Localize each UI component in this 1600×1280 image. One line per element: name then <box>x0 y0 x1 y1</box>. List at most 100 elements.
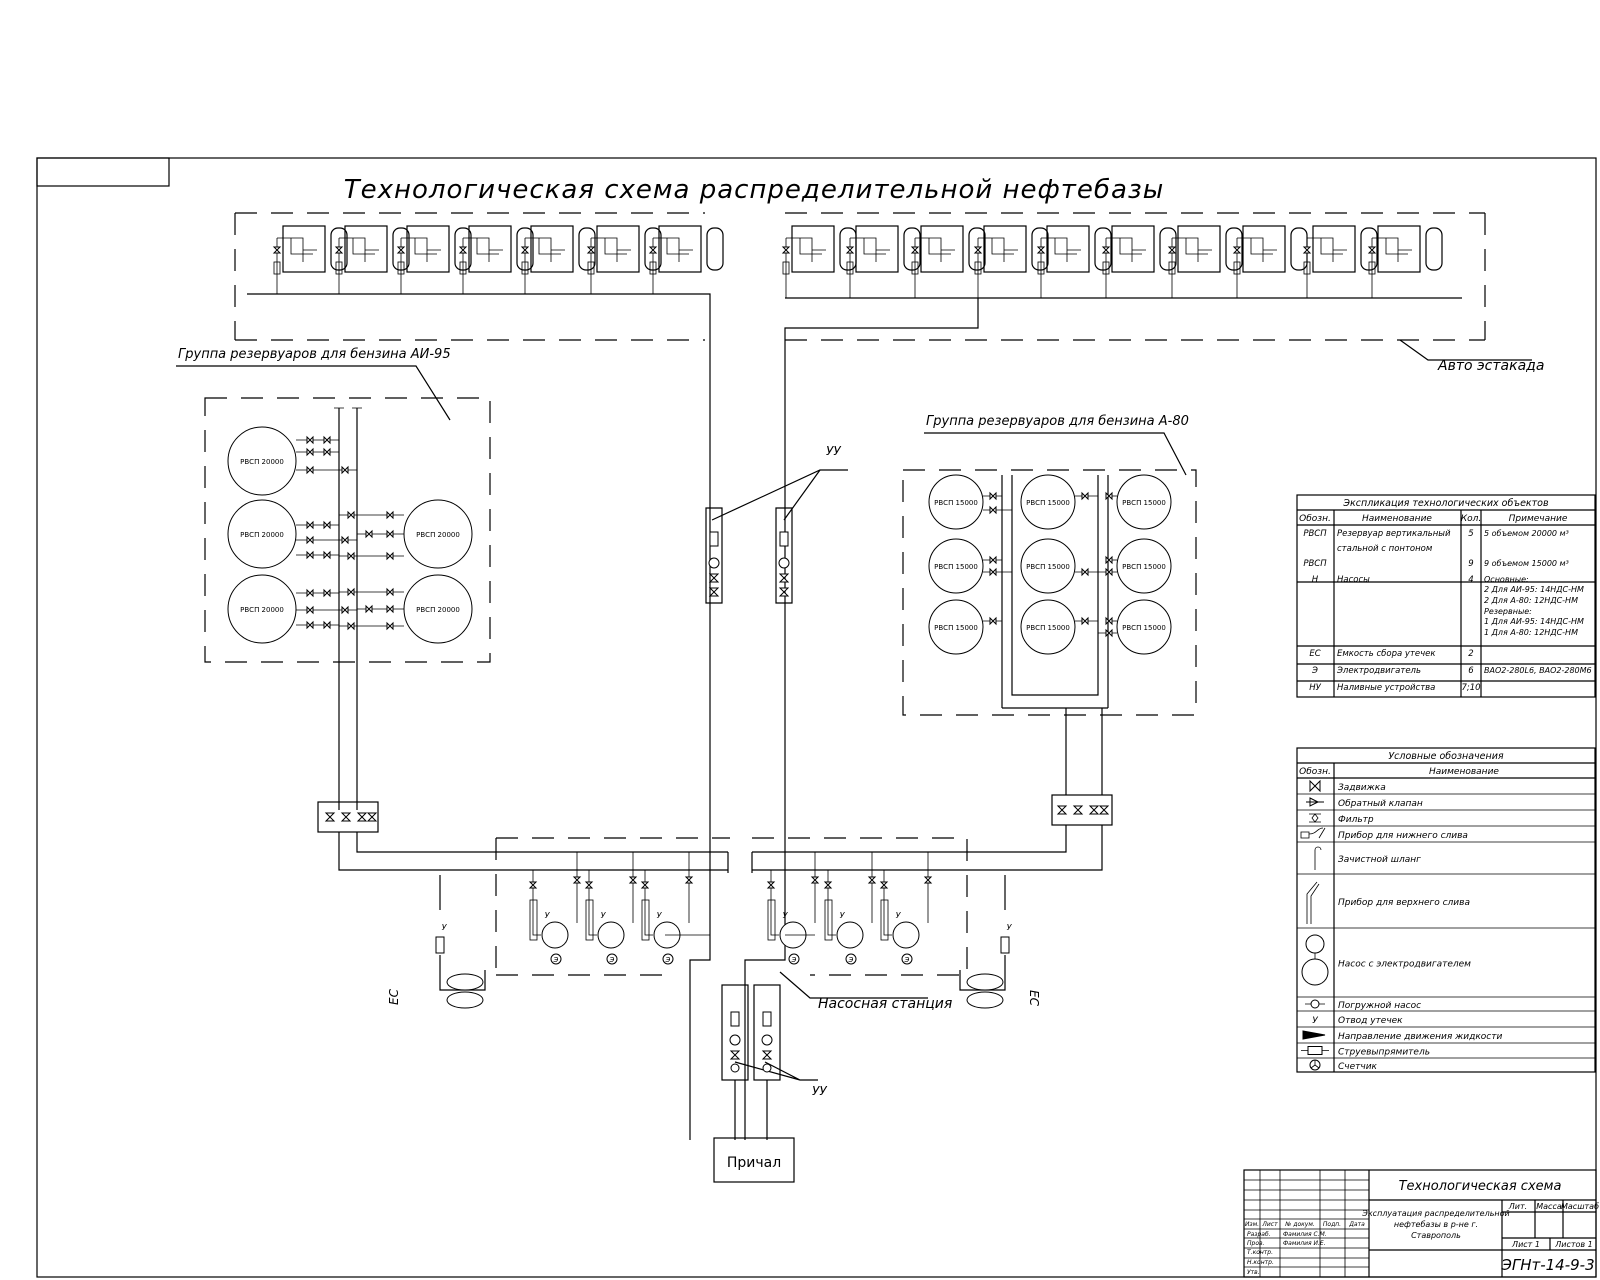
gate-valve-icon <box>640 881 650 889</box>
gate-valve-icon <box>334 246 344 254</box>
tank-ai95: РВСП 20000 <box>227 499 297 569</box>
gate-valve-icon <box>306 520 314 530</box>
loading-bay <box>520 225 596 294</box>
prichal-label: Причал <box>727 1155 781 1171</box>
explication-name: Наливные устройства <box>1337 683 1435 693</box>
gate-valve-icon <box>341 535 349 545</box>
explication-qty: 5 <box>1468 529 1473 539</box>
flow-arrow-icon <box>1302 1030 1326 1040</box>
meter-icon <box>435 936 445 954</box>
legend-name: Счетчик <box>1338 1062 1378 1072</box>
tank-shape <box>1020 474 1076 530</box>
sign-header: Лист <box>1261 1221 1278 1228</box>
explication-name: Насосы <box>1337 575 1370 585</box>
leak-tank-icon <box>446 973 484 991</box>
explication-note: 1 Для А-80: 12НДС-НМ <box>1484 628 1578 637</box>
pump-icon <box>1301 958 1329 986</box>
legend-row: Насос с электродвигателем <box>1297 934 1595 998</box>
explication-name: Резервуар вертикальный <box>1337 529 1451 539</box>
gate-valve-icon <box>1167 246 1177 254</box>
explication-qty: 2 <box>1468 649 1473 659</box>
gate-valve-icon <box>306 550 314 560</box>
legend-title: Условные обозначения <box>1388 751 1503 762</box>
pump-with-motor: ЭУ <box>584 852 638 965</box>
loading-bay <box>845 225 921 298</box>
tank-label: РВСП 15000 <box>934 624 978 632</box>
tank-a80: РВСП 15000 <box>1116 474 1172 530</box>
gate-valve-icon <box>867 876 877 884</box>
title-block-sheets: Листов 1 <box>1554 1240 1593 1249</box>
explication-name: Электродвигатель <box>1336 666 1421 676</box>
legend-header-code: Обозн. <box>1299 767 1331 777</box>
gate-valve-icon <box>778 573 790 583</box>
gate-valve-icon <box>306 535 314 545</box>
gate-valve-icon <box>1105 567 1113 577</box>
es-label-right: ЕС <box>1027 990 1041 1007</box>
explication-note: 5 объемом 20000 м³ <box>1484 529 1569 538</box>
gate-valve-icon <box>989 616 997 626</box>
tank-shape <box>1116 538 1172 594</box>
gate-valve-icon <box>1056 805 1068 815</box>
explication-note: Основные: <box>1484 575 1529 584</box>
gate-valve-icon <box>684 876 694 884</box>
explication-code: НУ <box>1309 683 1321 693</box>
truck-tank-icon <box>1425 227 1443 271</box>
flow-straightener-icon <box>587 261 595 275</box>
legend-name: Обратный клапан <box>1338 799 1423 809</box>
gate-valve-icon <box>1232 246 1242 254</box>
gate-valve-icon <box>1081 616 1089 626</box>
gate-valve-icon <box>766 881 776 889</box>
ai95-tank-group: Группа резервуаров для бензина АИ-95 <box>176 347 491 810</box>
explication-qty: 9 <box>1468 559 1473 569</box>
truck-tank-icon <box>706 227 724 271</box>
top-drain-icon <box>1306 881 1320 924</box>
motor-label: Э <box>791 956 797 964</box>
gate-valve-icon <box>520 246 530 254</box>
tank-shape <box>1020 538 1076 594</box>
gate-valve-icon <box>341 465 349 475</box>
gate-valve-icon <box>628 876 638 884</box>
leak-drain-label: У <box>601 911 607 920</box>
explication-note: Резервные: <box>1484 607 1532 616</box>
explication-name: Емкость сбора утечек <box>1337 649 1436 659</box>
legend-row: Направление движения жидкости <box>1297 1030 1595 1044</box>
legend-name: Фильтр <box>1338 815 1374 825</box>
gate-valve-icon <box>386 587 394 597</box>
gate-valve-icon <box>306 620 314 630</box>
tank-shape <box>1116 474 1172 530</box>
loading-bay <box>272 225 348 294</box>
legend-row: Задвижка <box>1297 779 1595 795</box>
flow-straightener-icon <box>397 261 405 275</box>
explication-header-qty: Кол. <box>1461 514 1482 524</box>
gate-valve-icon <box>347 510 355 520</box>
loading-bay <box>1302 225 1378 298</box>
flow-straightener-icon <box>782 261 790 275</box>
gate-valve-icon <box>347 587 355 597</box>
loading-bay-frame <box>791 225 835 273</box>
sign-role: Утв. <box>1247 1269 1260 1276</box>
flow-straightener-icon <box>1102 261 1110 275</box>
gate-valve-icon <box>989 567 997 577</box>
gate-valve-icon <box>347 621 355 631</box>
title-block-scale: Масштаб <box>1561 1202 1599 1211</box>
gate-valve-icon <box>341 605 349 615</box>
flow-straightener-icon <box>974 261 982 275</box>
tank-label: РВСП 15000 <box>934 499 978 507</box>
gate-valve-icon <box>386 510 394 520</box>
legend-row: Струевыпрямитель <box>1297 1046 1595 1059</box>
motor-icon <box>662 953 674 965</box>
leak-drain-label: У <box>840 911 846 920</box>
gate-valve-icon <box>365 604 373 614</box>
legend-row: Обратный клапан <box>1297 797 1595 811</box>
sign-role: Пров. <box>1247 1240 1265 1247</box>
gate-valve-icon <box>458 246 468 254</box>
gate-valve-icon <box>323 435 331 445</box>
gate-valve-icon <box>1101 246 1111 254</box>
legend-row: Фильтр <box>1297 813 1595 827</box>
gate-valve-icon <box>1105 628 1113 638</box>
check-valve-icon <box>1306 797 1324 807</box>
leak-tank-icon <box>446 991 484 1009</box>
